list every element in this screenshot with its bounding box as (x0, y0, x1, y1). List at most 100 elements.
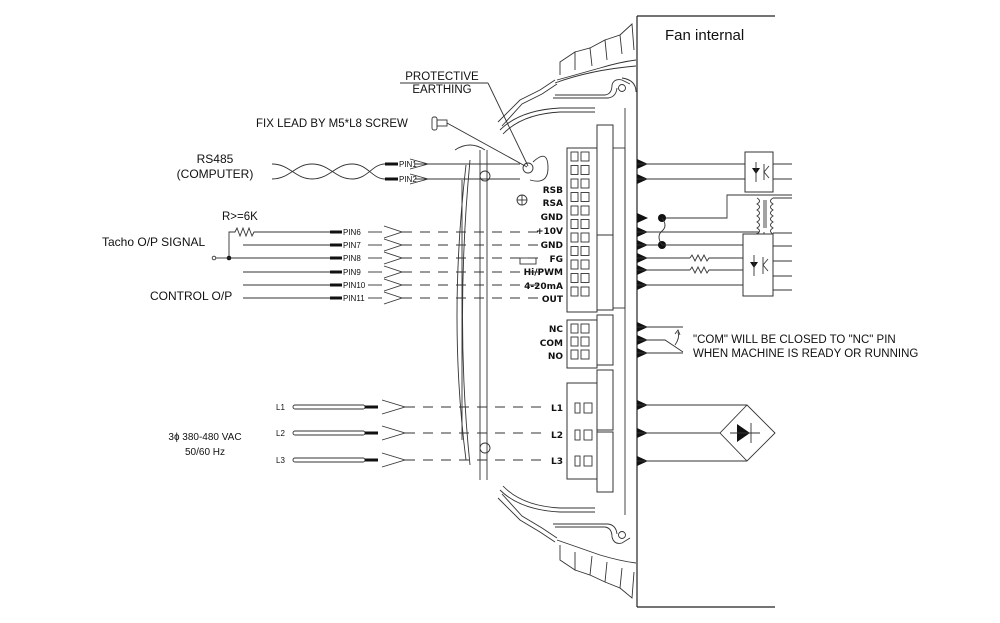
rs485-sublabel: (COMPUTER) (177, 167, 254, 181)
signal-terminal-labels: RSB RSA GND +10V GND FG Hi/PWM 4-20mA OU… (524, 186, 564, 305)
connector-arrow-icon (383, 251, 404, 265)
protective-label-2: EARTHING (412, 84, 471, 96)
terminal-cell (570, 286, 579, 297)
pin-label: PIN8 (343, 254, 361, 263)
internal-arrows (637, 159, 648, 466)
power-label: 3ɸ 380-480 VAC (168, 432, 241, 443)
connector-arrow-icon (383, 291, 404, 305)
terminal-label: Hi/PWM (524, 268, 563, 278)
power-connector-block (566, 108, 626, 515)
connector-arrow-icon (383, 278, 404, 292)
lead-label: L1 (276, 403, 285, 412)
terminal-label: NO (548, 352, 564, 362)
pin-label: PIN10 (343, 281, 366, 290)
terminal-cell (570, 246, 579, 256)
terminal-screw (580, 205, 590, 216)
housing-body (454, 107, 595, 513)
terminal-screw (580, 323, 590, 334)
terminal-screw (580, 336, 590, 347)
transformer-coil-icon (756, 197, 774, 235)
connector-arrow-icon (383, 225, 404, 239)
optocoupler-icon (752, 162, 770, 182)
connector-arrow-icon (381, 425, 407, 441)
pin-label: PIN6 (343, 228, 361, 237)
resistor-symbol (228, 226, 330, 258)
terminal-cell (570, 336, 579, 347)
terminal-screw (580, 165, 590, 175)
protective-label-1: PROTECTIVE (405, 71, 479, 83)
terminal-cell (570, 165, 579, 175)
control-label: CONTROL O/P (150, 289, 232, 303)
terminal-cell (570, 178, 579, 189)
terminal-screw (583, 455, 593, 467)
optocoupler-icon (750, 255, 769, 276)
terminal-cell (570, 232, 579, 243)
signal-connector-block (566, 124, 626, 313)
optocoupler-bottom (637, 233, 792, 297)
terminal-cell (574, 455, 581, 467)
terminal-label: OUT (542, 295, 564, 305)
screw-icon (431, 116, 448, 131)
connector-arrow-icon (409, 173, 430, 185)
terminal-cell (570, 219, 579, 229)
diode-icon (730, 423, 760, 443)
terminal-cell (574, 402, 581, 414)
connector-arrow-icon (383, 238, 404, 252)
wires (229, 158, 548, 468)
housing-bottom-fins (497, 493, 637, 599)
pin-label: PIN11 (343, 294, 365, 303)
lead-label: L3 (276, 456, 285, 465)
pin-label: PIN2 (399, 175, 417, 184)
terminal-label: FG (549, 255, 563, 265)
pin-label: PIN9 (343, 268, 361, 277)
terminal-label: NC (549, 325, 564, 335)
terminal-label: L1 (551, 404, 563, 414)
terminal-label: L3 (551, 457, 563, 467)
terminal-screw (583, 402, 593, 414)
connector-arrow-icon (383, 265, 404, 279)
fix-lead-label: FIX LEAD BY M5*L8 SCREW (256, 118, 408, 130)
relay-connector-block (566, 314, 614, 369)
terminal-screw (580, 246, 590, 256)
terminal-label: GND (541, 241, 563, 251)
connector-arrow-icon (381, 452, 407, 468)
relay-note-line2: WHEN MACHINE IS READY OR RUNNING (693, 348, 918, 360)
terminal-screw (580, 151, 590, 162)
relay-switch: "COM" WILL BE CLOSED TO "NC" PIN WHEN MA… (637, 326, 918, 360)
twisted-pair-wire-b (271, 163, 386, 180)
frequency-label: 50/60 Hz (185, 447, 225, 458)
rectifier-bridge (637, 404, 776, 462)
pin-label: PIN1 (399, 160, 417, 169)
power-group: 3ɸ 380-480 VAC 50/60 Hz (168, 432, 241, 458)
terminal-screw (580, 273, 590, 283)
pin-label: PIN7 (343, 241, 361, 250)
fan-internal-boundary (636, 15, 775, 608)
lead-insulation (292, 404, 366, 410)
terminal-cell (574, 429, 581, 441)
terminal-screw (580, 178, 590, 189)
terminal-screw (580, 232, 590, 243)
terminal-label: L2 (551, 431, 563, 441)
terminal-label: 4-20mA (524, 282, 563, 292)
terminal-screw (583, 429, 593, 441)
terminal-screw (580, 349, 590, 360)
terminal-screw (580, 192, 590, 202)
terminal-cell (570, 273, 579, 283)
arrow-icon (637, 213, 648, 223)
lead-insulation (292, 457, 366, 463)
terminal-label: GND (541, 213, 563, 223)
terminal-cell (570, 205, 579, 216)
connector-arrow-icon (381, 399, 407, 415)
housing-top-fins (497, 23, 637, 127)
rs485-label: RS485 (197, 152, 234, 166)
terminal-cells (570, 151, 593, 467)
twisted-pair-wire-a (271, 163, 386, 180)
fan-internal-title: Fan internal (665, 27, 744, 44)
relay-note-line1: "COM" WILL BE CLOSED TO "NC" PIN (693, 334, 896, 346)
tacho-label: Tacho O/P SIGNAL (102, 235, 205, 249)
terminal-label: COM (540, 339, 563, 349)
screw-callout: FIX LEAD BY M5*L8 SCREW (256, 116, 528, 168)
lead-label: L2 (276, 429, 285, 438)
terminal-screw (580, 259, 590, 270)
